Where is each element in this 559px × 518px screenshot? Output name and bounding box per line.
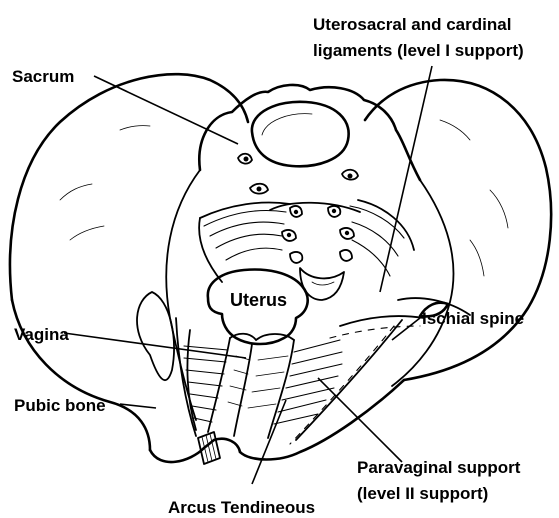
leader-uterosacral <box>380 66 432 292</box>
label-paravaginal-line2: (level II support) <box>357 484 488 503</box>
leader-sacrum <box>94 76 238 144</box>
label-pubic-bone: Pubic bone <box>14 396 106 415</box>
label-ischial-spine: Ischial spine <box>422 309 524 328</box>
label-arcus-tendineous: Arcus Tendineous <box>168 498 315 517</box>
uterosacral-ligaments <box>199 200 414 282</box>
label-uterosacral-line2: ligaments (level I support) <box>313 41 524 60</box>
sacrum-bone <box>199 85 420 300</box>
pubic-symphysis <box>198 432 220 464</box>
leader-arcus <box>252 400 286 484</box>
leader-paravaginal <box>318 378 402 462</box>
leader-lines <box>64 66 432 484</box>
label-uterosacral-line1: Uterosacral and cardinal <box>313 15 511 34</box>
label-uterus: Uterus <box>230 290 287 310</box>
label-sacrum: Sacrum <box>12 67 74 86</box>
leader-vagina <box>64 333 246 358</box>
labels: Uterosacral and cardinal ligaments (leve… <box>12 15 524 517</box>
label-paravaginal-line1: Paravaginal support <box>357 458 521 477</box>
paravaginal-fibres <box>184 316 424 430</box>
label-vagina: Vagina <box>14 325 69 344</box>
leader-ischial-spine <box>392 318 420 340</box>
